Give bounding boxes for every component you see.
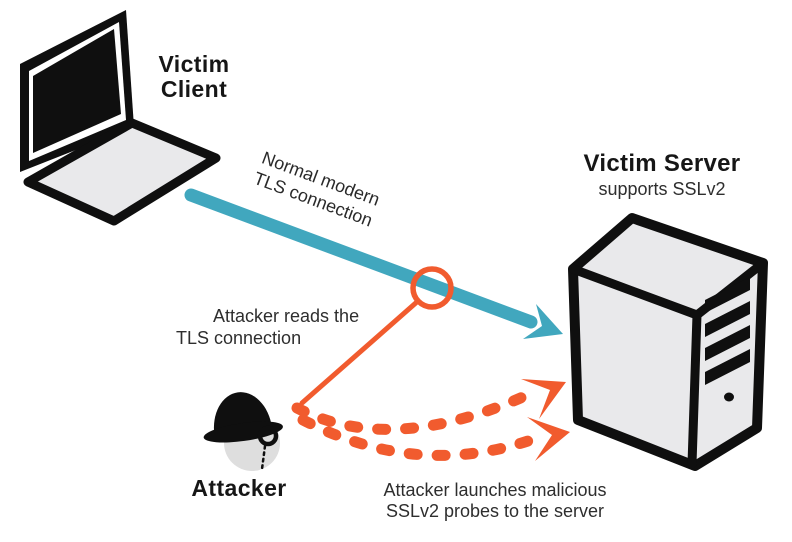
server-tower-body <box>568 213 768 471</box>
attacker-reads-note-line2: TLS connection <box>176 328 302 348</box>
probes-note-line2: SSLv2 probes to the server <box>385 501 605 521</box>
server-vent-slot <box>705 325 750 361</box>
attacker-probes-note: Attacker launches malicious SSLv2 probes… <box>350 480 640 522</box>
attacker-icon <box>203 392 283 471</box>
probe-arrow-upper-head <box>521 379 566 419</box>
laptop-icon <box>20 10 221 226</box>
victim-server-title: Victim Server <box>583 150 741 177</box>
server-vent-slot <box>705 301 750 337</box>
probe-arrow-lower-shaft <box>297 414 534 461</box>
victim-client-line2: Client <box>160 76 228 102</box>
victim-server-label: Victim Server supports SSLv2 <box>558 150 766 200</box>
server-vent-slot <box>705 349 750 385</box>
victim-client-label: Victim Client <box>128 52 260 102</box>
probe-arrow-upper-shaft <box>291 390 531 435</box>
attacker-label: Attacker <box>191 475 287 501</box>
server-icon <box>568 213 768 471</box>
laptop-screen-panel <box>33 29 121 153</box>
server-vent-slot <box>705 277 750 313</box>
tls-connection-arrowhead <box>523 304 563 339</box>
victim-server-subtitle: supports SSLv2 <box>598 179 726 199</box>
attacker-hat <box>203 392 283 443</box>
laptop-base <box>23 118 221 226</box>
attacker-tap-line <box>299 298 421 406</box>
server-power-button <box>724 392 734 402</box>
probes-note-line1: Attacker launches malicious <box>383 480 607 500</box>
victim-client-line1: Victim <box>158 51 230 77</box>
tls-connection-arrow-shaft <box>184 188 538 329</box>
server-tower-edges <box>568 258 768 469</box>
attacker-monocle-cord <box>260 444 267 471</box>
attacker-reads-note-line1: Attacker reads the <box>213 306 360 326</box>
attacker-monocle <box>257 425 279 447</box>
attacker-hat-brim <box>203 421 283 443</box>
probe-arrow-lower-head <box>527 417 570 461</box>
intercept-point-circle <box>410 266 454 310</box>
